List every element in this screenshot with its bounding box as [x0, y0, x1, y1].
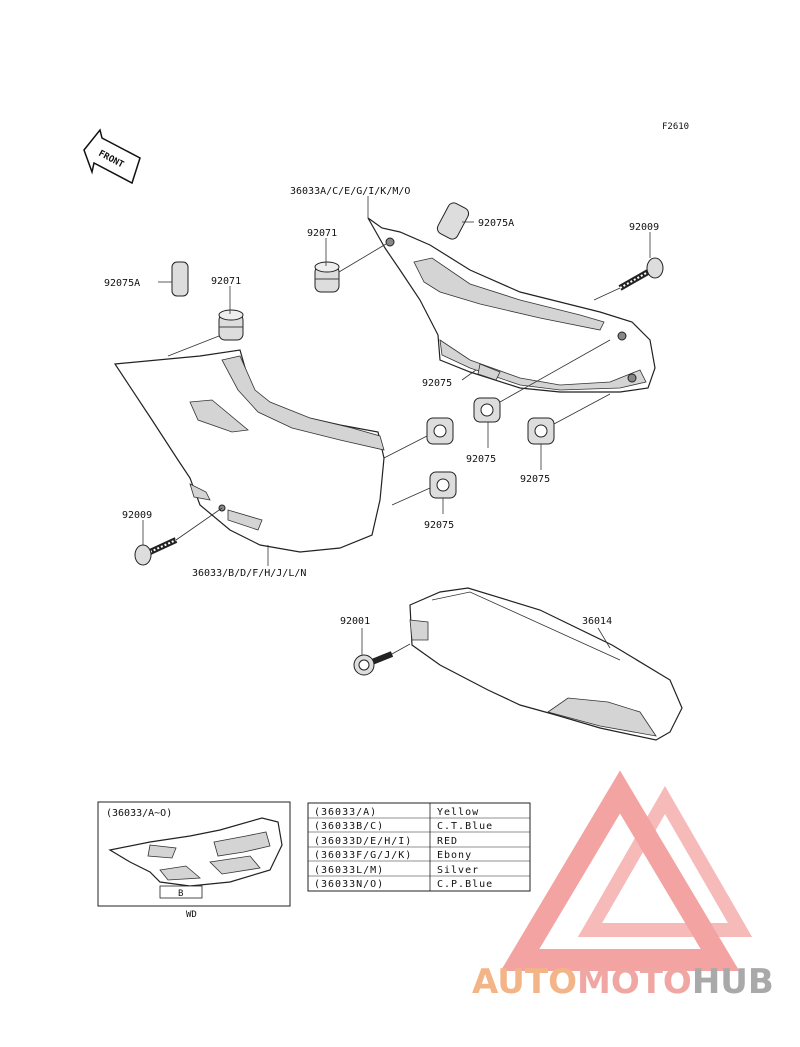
inset-box: (36033/A~O) B WD	[97, 801, 291, 920]
inset-title: (36033/A~O)	[106, 808, 172, 819]
label-bolt-right: 92009	[629, 222, 659, 233]
grommet-top-left-icon	[218, 309, 244, 341]
label-seat-cover-right: 36033A/C/E/G/I/K/M/O	[290, 186, 410, 197]
label-cover-lower: 36014	[582, 616, 612, 627]
grommet-b-icon	[527, 417, 555, 445]
watermark-logo-icon	[500, 770, 753, 971]
table-color-5: Silver	[437, 865, 479, 876]
table-color-1: Yellow	[437, 807, 479, 818]
bolt-left-icon	[134, 537, 178, 566]
watermark-moto: MOTO	[576, 962, 692, 1002]
label-grommet-c: 92075	[520, 474, 550, 485]
table-code-3: (36033D/E/H/I)	[314, 836, 412, 847]
table-color-4: Ebony	[437, 850, 472, 861]
seat-cover-right	[367, 217, 656, 393]
label-grommet-d: 92075	[424, 520, 454, 531]
label-pad-left: 92075A	[104, 278, 140, 289]
table-code-6: (36033N/O)	[314, 879, 384, 890]
seat-cover-left	[113, 349, 385, 553]
grommet-c-icon	[426, 417, 454, 445]
table-code-5: (36033L/M)	[314, 865, 384, 876]
table-color-6: C.P.Blue	[437, 879, 493, 890]
watermark-text: AUTOMOTOHUB	[472, 962, 774, 1002]
table-code-1: (36033/A)	[314, 807, 377, 818]
table-color-2: C.T.Blue	[437, 821, 493, 832]
table-code-4: (36033F/G/J/K)	[314, 850, 412, 861]
label-grommet-top-right: 92071	[307, 228, 337, 239]
bolt-lower-icon	[353, 651, 394, 676]
inset-mark: B	[178, 889, 183, 899]
watermark-hub: HUB	[691, 962, 774, 1002]
pad-left-icon	[171, 261, 189, 297]
bolt-right-icon	[618, 257, 664, 291]
label-bolt-lower: 92001	[340, 616, 370, 627]
watermark-auto: AUTO	[472, 962, 577, 1002]
grommet-a-icon	[473, 397, 501, 423]
label-grommet-a: 92075	[422, 378, 452, 389]
grommet-d-icon	[429, 471, 457, 499]
label-grommet-b: 92075	[466, 454, 496, 465]
color-table: (36033/A) Yellow (36033B/C) C.T.Blue (36…	[307, 802, 531, 892]
inset-sub-label: WD	[186, 910, 197, 920]
grommet-top-right-icon	[314, 261, 340, 293]
label-bolt-left: 92009	[122, 510, 152, 521]
front-arrow-icon: FRONT	[83, 128, 141, 185]
label-seat-cover-left: 36033/B/D/F/H/J/L/N	[192, 568, 306, 579]
table-color-3: RED	[437, 836, 458, 847]
pad-right-icon	[436, 202, 470, 240]
leader-lines	[142, 196, 651, 655]
cover-lower	[409, 587, 683, 741]
figure-code: F2610	[662, 122, 689, 132]
table-code-2: (36033B/C)	[314, 821, 384, 832]
label-grommet-top-left: 92071	[211, 276, 241, 287]
label-pad-right: 92075A	[478, 218, 514, 229]
